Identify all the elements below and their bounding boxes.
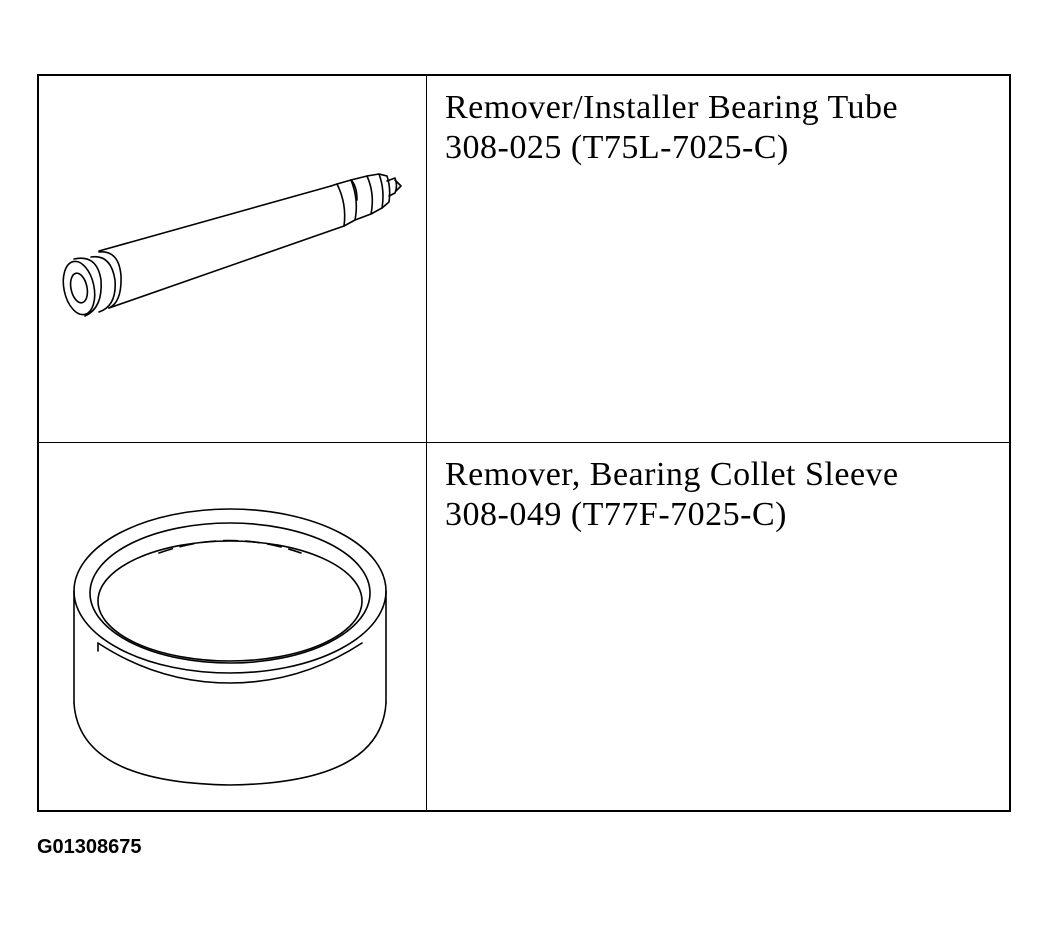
- column-divider: [426, 76, 427, 442]
- bearing-tube-illustration: [39, 76, 426, 442]
- tool-description: Remover, Bearing Collet Sleeve 308-049 (…: [445, 455, 1005, 535]
- column-divider: [426, 443, 427, 810]
- tool-part-number: 308-025 (T75L-7025-C): [445, 129, 789, 166]
- special-tools-table: Remover/Installer Bearing Tube 308-025 (…: [37, 74, 1011, 812]
- tool-description: Remover/Installer Bearing Tube 308-025 (…: [445, 88, 1005, 168]
- tool-row: Remover/Installer Bearing Tube 308-025 (…: [39, 76, 1009, 443]
- tool-name: Remover/Installer Bearing Tube: [445, 89, 899, 126]
- figure-id: G01308675: [37, 836, 142, 858]
- tool-row: Remover, Bearing Collet Sleeve 308-049 (…: [39, 443, 1009, 810]
- bearing-tube-drawing: [62, 173, 402, 317]
- collet-sleeve-illustration: [39, 443, 426, 810]
- tool-part-number: 308-049 (T77F-7025-C): [445, 496, 787, 533]
- tool-name: Remover, Bearing Collet Sleeve: [445, 456, 899, 493]
- collet-sleeve-drawing: [73, 508, 387, 786]
